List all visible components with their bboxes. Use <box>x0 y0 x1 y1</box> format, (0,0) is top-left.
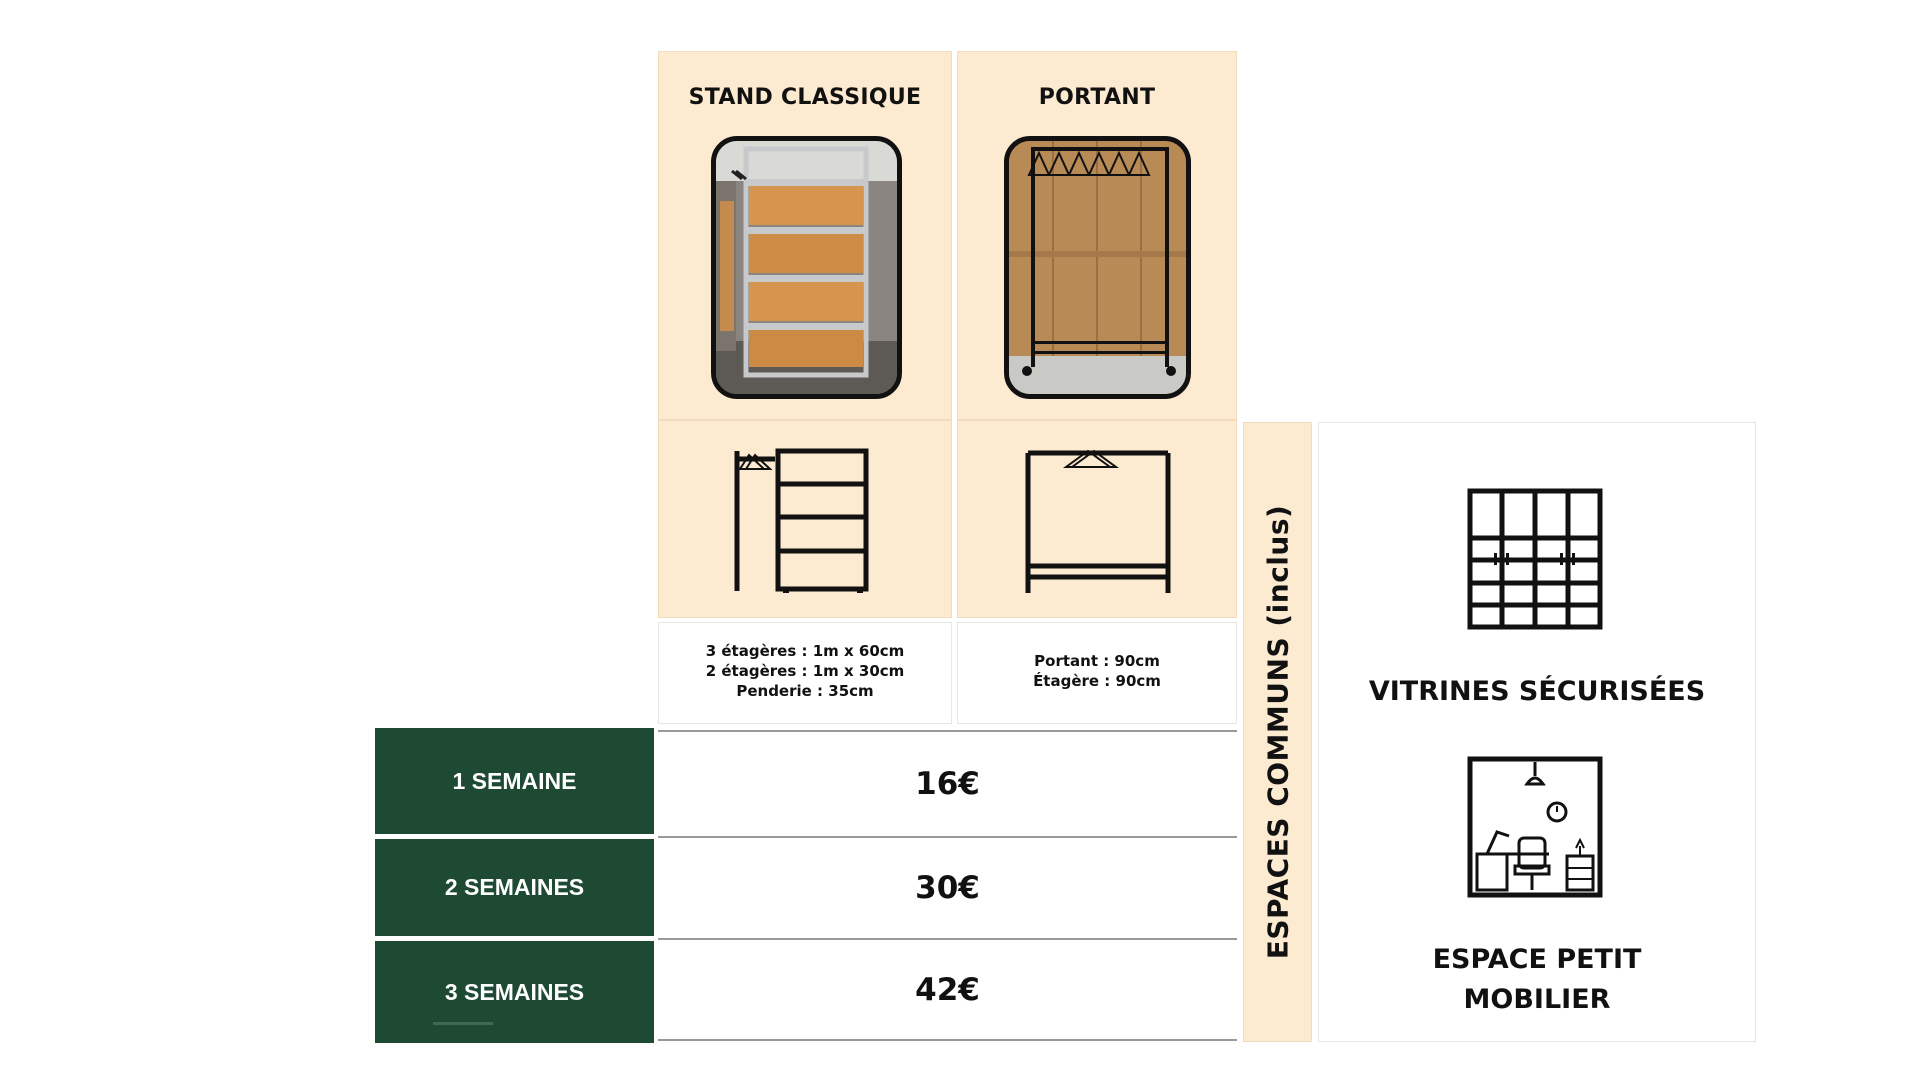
spec-line: Étagère : 90cm <box>1033 672 1161 690</box>
small-print-mark <box>433 1022 493 1025</box>
portant-photo-cell: PORTANT <box>957 51 1237 420</box>
portant-title: PORTANT <box>1038 85 1156 110</box>
shelving-unit-icon <box>734 448 869 593</box>
secure-display-case-label: VITRINES SÉCURISÉES <box>1368 676 1706 707</box>
duration-3-weeks: 3 SEMAINES <box>375 941 654 1043</box>
duration-1-week: 1 SEMAINE <box>375 728 654 834</box>
duration-2-weeks: 2 SEMAINES <box>375 839 654 936</box>
price-3-weeks: 42€ <box>658 938 1237 1041</box>
spec-line: 3 étagères : 1m x 60cm <box>705 642 905 660</box>
small-furniture-room-icon <box>1467 756 1603 898</box>
spec-line: Portant : 90cm <box>1034 652 1160 670</box>
stand-classique-photo <box>711 136 902 399</box>
stand-classique-specs-cell: 3 étagères : 1m x 60cm 2 étagères : 1m x… <box>658 622 952 724</box>
secure-display-case-icon <box>1467 488 1603 630</box>
spec-line: 2 étagères : 1m x 30cm <box>705 662 905 680</box>
small-furniture-label-line: MOBILIER <box>1463 984 1611 1015</box>
clothes-rack-icon <box>1025 449 1171 593</box>
portant-photo <box>1004 136 1191 399</box>
common-spaces-band: ESPACES COMMUNS (inclus) <box>1243 422 1312 1042</box>
small-furniture-label: ESPACE PETIT MOBILIER <box>1319 940 1755 1020</box>
common-features-panel: VITRINES SÉCURISÉES ESPACE PETIT MOBILIE… <box>1318 422 1756 1042</box>
stand-classique-photo-cell: STAND CLASSIQUE <box>658 51 952 420</box>
price-2-weeks: 30€ <box>658 836 1237 938</box>
common-spaces-label: ESPACES COMMUNS (inclus) <box>1261 504 1294 960</box>
stand-classique-icon-cell <box>658 420 952 618</box>
spec-line: Penderie : 35cm <box>736 682 874 700</box>
stand-classique-title: STAND CLASSIQUE <box>688 85 922 110</box>
price-1-week: 16€ <box>658 730 1237 836</box>
portant-icon-cell <box>957 420 1237 618</box>
small-furniture-label-line: ESPACE PETIT <box>1432 944 1642 975</box>
portant-specs-cell: Portant : 90cm Étagère : 90cm <box>957 622 1237 724</box>
